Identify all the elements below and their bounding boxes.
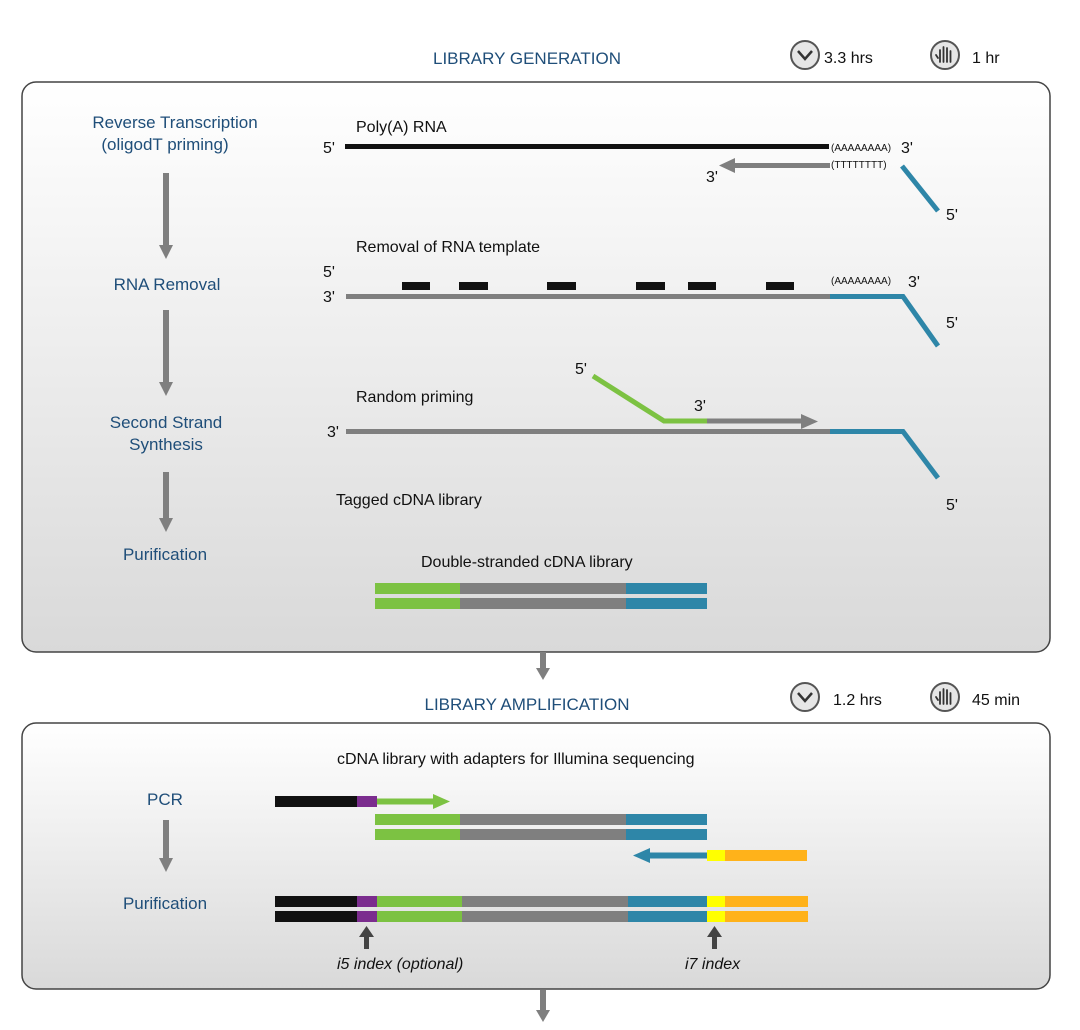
step-reverse-transcription: Reverse Transcription [92,113,257,132]
flow-arrow-down [536,990,550,1022]
label-adapters: cDNA library with adapters for Illumina … [337,751,695,768]
label-5prime: 5' [946,497,958,514]
i5-index-pointer [359,926,374,949]
label-5prime: 5' [575,361,587,378]
polya-rna-strand [345,144,829,149]
step-arrow [159,310,173,396]
label-3prime: 3' [327,424,339,441]
step-arrow [159,820,173,872]
library-amplification-panel [21,722,1051,990]
label-3prime: 3' [908,274,920,291]
chevron-down-circle-icon [790,40,820,70]
label-polya-tail: (AAAAAAAA) [831,276,891,287]
label-5prime: 5' [323,264,335,281]
label-5prime: 5' [946,207,958,224]
generation-hands-on-time: 1 hr [972,50,1000,67]
label-3prime: 3' [901,140,913,157]
tag-strand [830,429,940,480]
step-purification: Purification [123,545,207,564]
step-arrow [159,472,173,532]
label-3prime: 3' [706,169,718,186]
label-random-priming: Random priming [356,389,473,406]
flow-arrow-down [536,652,550,680]
rna-fragments [402,282,794,290]
reverse-primer [633,848,807,863]
generation-total-time: 3.3 hrs [824,50,873,67]
label-i7-index: i7 index [685,956,741,973]
label-polya-rna: Poly(A) RNA [356,119,447,136]
label-oligo-dt: (TTTTTTTT) [831,160,887,171]
label-removal: Removal of RNA template [356,239,540,256]
cdna-first-strand-arrow [719,158,830,173]
label-polya-tail: (AAAAAAAA) [831,143,891,154]
step-second-strand: Second Strand [110,413,222,432]
label-3prime: 3' [694,398,706,415]
cdna-strand [346,294,830,299]
step-purification: Purification [123,894,207,913]
label-double-stranded: Double-stranded cDNA library [421,554,633,571]
double-stranded-library [375,583,707,609]
step-rna-removal: RNA Removal [114,275,221,294]
second-strand-arrow [707,414,818,429]
amplified-library [275,896,808,922]
amplification-hands-on-time: 45 min [972,692,1020,709]
step-reverse-transcription-sub: (oligodT priming) [101,135,228,154]
cdna-strand [346,429,830,434]
library-generation-title: LIBRARY GENERATION [433,49,621,68]
library-amplification-title: LIBRARY AMPLIFICATION [424,695,629,714]
label-tagged: Tagged cDNA library [336,492,482,509]
hand-icon [930,40,960,70]
hand-icon [930,682,960,712]
label-5prime: 5' [946,315,958,332]
label-5prime: 5' [323,140,335,157]
i7-index-pointer [707,926,722,949]
library-generation-panel [21,81,1051,653]
label-i5-index: i5 index (optional) [337,956,463,973]
amplification-total-time: 1.2 hrs [833,692,882,709]
template-library [375,814,707,840]
step-pcr: PCR [147,790,183,809]
step-second-strand-sub: Synthesis [129,435,203,454]
random-primer [591,373,707,424]
chevron-down-circle-icon [790,682,820,712]
step-arrow [159,173,173,259]
oligo-dt-tail [900,164,940,213]
label-3prime: 3' [323,289,335,306]
forward-primer [275,794,450,809]
tag-strand [830,294,941,348]
